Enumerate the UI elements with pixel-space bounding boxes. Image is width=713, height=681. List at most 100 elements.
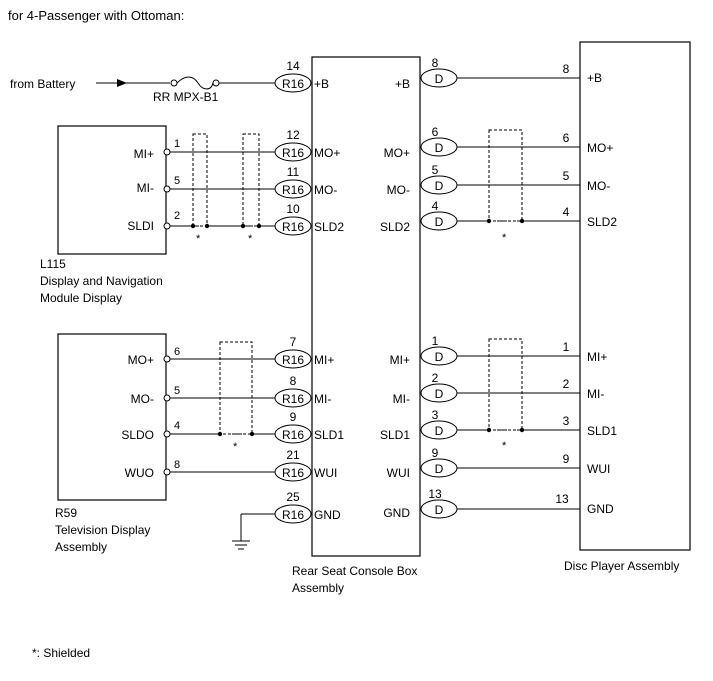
fuse-label: RR MPX-B1 (153, 90, 219, 104)
d-pin-8: +B 8 D (395, 56, 458, 91)
disc-player-name: Disc Player Assembly (564, 559, 679, 573)
console-box-body (311, 56, 421, 557)
terminal-tv-wuo (163, 468, 171, 476)
tv-pin-mo-plus: MO+ (128, 353, 154, 367)
r16-pin-9: 9 R16 SLD1 (274, 410, 344, 444)
tv-pinnum-4: 4 (174, 420, 180, 432)
svg-text:R16: R16 (282, 77, 304, 91)
svg-text:D: D (435, 215, 444, 229)
display-pin-mi-plus: MI+ (134, 147, 154, 161)
shield-box-tv (219, 341, 253, 435)
disc-player-pins: 8 +B 6 MO+ 5 MO- 4 SLD2 1 MI+ 2 MI- 3 SL… (555, 62, 617, 516)
diagram-title: for 4-Passenger with Ottoman: (8, 8, 184, 23)
svg-text:MI+: MI+ (390, 353, 410, 367)
svg-text:+B: +B (314, 77, 329, 91)
r16-pin-12: 12 R16 MO+ (274, 128, 340, 162)
r16-pin-8: 8 R16 MI- (274, 374, 331, 408)
svg-text:R16: R16 (282, 146, 304, 160)
svg-text:MO+: MO+ (314, 146, 340, 160)
shield-mark-2: * (248, 233, 253, 245)
shield-box-sld2 (488, 129, 523, 222)
right-wires (457, 77, 580, 510)
svg-text:GND: GND (587, 502, 614, 516)
svg-text:1: 1 (563, 340, 570, 354)
svg-text:25: 25 (286, 490, 300, 504)
tv-display-name-2: Assembly (55, 540, 107, 554)
r16-pin-11: 11 R16 MO- (274, 165, 337, 199)
svg-text:GND: GND (383, 506, 410, 520)
terminal-tv-mo-minus (163, 394, 171, 402)
svg-text:MO-: MO- (587, 179, 610, 193)
d-pin-9: WUI 9 D (387, 446, 458, 480)
console-box-name-1: Rear Seat Console Box (292, 564, 417, 578)
shield-mark-1: * (196, 233, 201, 245)
shield-box-display-1 (192, 133, 208, 227)
shield-mark-4: * (502, 232, 507, 244)
svg-text:MO-: MO- (314, 183, 337, 197)
terminal-tv-mo-plus (163, 355, 171, 363)
svg-text:SLD1: SLD1 (380, 428, 410, 442)
svg-text:SLD1: SLD1 (587, 424, 617, 438)
svg-text:GND: GND (314, 508, 341, 522)
svg-text:SLD2: SLD2 (380, 220, 410, 234)
svg-text:SLD2: SLD2 (314, 220, 344, 234)
svg-text:12: 12 (286, 128, 300, 142)
svg-text:13: 13 (555, 492, 569, 506)
svg-text:MI+: MI+ (314, 353, 334, 367)
svg-text:13: 13 (428, 487, 442, 501)
svg-text:6: 6 (432, 125, 439, 139)
svg-text:+B: +B (395, 77, 410, 91)
terminal-display-mi-plus (163, 148, 171, 156)
r16-pin-7: 7 R16 MI+ (274, 335, 334, 369)
left-shield-junctions (190, 223, 262, 437)
tv-pinnum-5: 5 (174, 385, 180, 397)
disc-player-body (579, 41, 691, 551)
svg-text:R16: R16 (282, 220, 304, 234)
d-connectors: +B 8 D MO+ 6 D MO- 5 D SLD2 4 D MI+ 1 D … (380, 56, 458, 520)
svg-text:MO+: MO+ (587, 141, 613, 155)
footnote: *: Shielded (32, 646, 90, 660)
svg-text:6: 6 (563, 131, 570, 145)
svg-text:D: D (435, 179, 444, 193)
shield-mark-5: * (502, 440, 507, 452)
terminal-tv-sldo (163, 430, 171, 438)
svg-text:D: D (435, 72, 444, 86)
svg-text:9: 9 (432, 446, 439, 460)
svg-text:SLD2: SLD2 (587, 215, 617, 229)
d-pin-3: SLD1 3 D (380, 408, 458, 442)
svg-text:R16: R16 (282, 392, 304, 406)
svg-text:R16: R16 (282, 183, 304, 197)
display-module-name-2: Module Display (40, 291, 122, 305)
display-pinnum-2: 2 (174, 210, 180, 222)
svg-text:3: 3 (432, 408, 439, 422)
svg-text:D: D (435, 141, 444, 155)
right-shield-junctions (486, 218, 525, 433)
d-pin-5: MO- 5 D (387, 163, 458, 197)
fuse-terminal-right (212, 79, 220, 87)
terminal-display-sldi (163, 222, 171, 230)
right-shields (488, 129, 523, 431)
svg-text:SLD1: SLD1 (314, 428, 344, 442)
svg-text:MI-: MI- (314, 392, 331, 406)
svg-text:21: 21 (286, 448, 300, 462)
svg-text:D: D (435, 424, 444, 438)
svg-text:D: D (435, 387, 444, 401)
d-pin-6: MO+ 6 D (384, 125, 458, 160)
svg-text:R16: R16 (282, 508, 304, 522)
svg-text:11: 11 (287, 165, 300, 179)
d-pin-4: SLD2 4 D (380, 199, 458, 234)
svg-text:WUI: WUI (314, 466, 337, 480)
tv-pin-sldo: SLDO (121, 428, 154, 442)
svg-text:D: D (435, 350, 444, 364)
svg-text:9: 9 (290, 410, 297, 424)
svg-text:8: 8 (432, 56, 439, 70)
shield-mark-3: * (233, 441, 238, 453)
svg-text:MI-: MI- (587, 387, 604, 401)
tv-pinnum-6: 6 (174, 346, 180, 358)
svg-text:MO+: MO+ (384, 146, 410, 160)
svg-text:WUI: WUI (587, 462, 610, 476)
svg-text:R16: R16 (282, 466, 304, 480)
from-battery-label: from Battery (10, 77, 75, 91)
left-shields (192, 133, 260, 435)
